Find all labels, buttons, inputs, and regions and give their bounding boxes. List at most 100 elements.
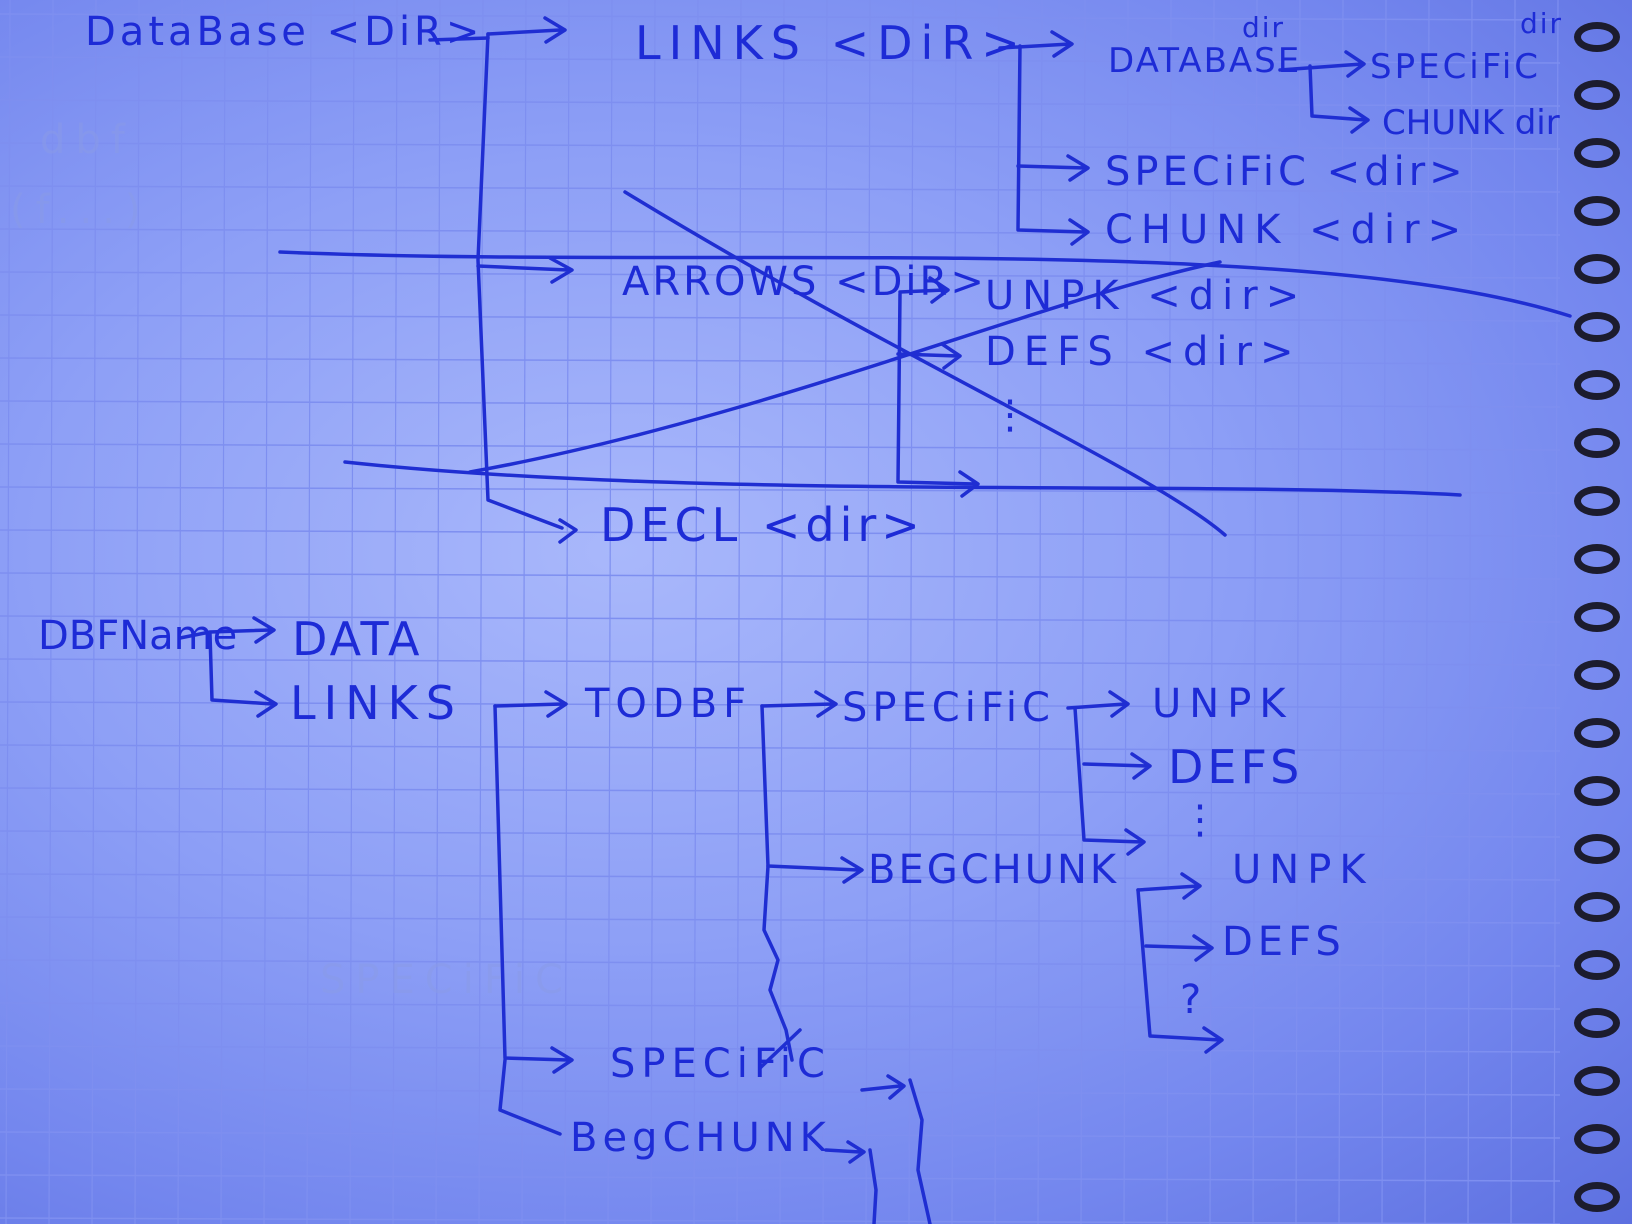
connector-line: [1066, 690, 1130, 718]
grid-line: [0, 787, 1561, 795]
binding-ring: [1574, 370, 1620, 400]
grid-line: [1037, 0, 1043, 1224]
top-root-label: DataBase <DiR>: [85, 9, 484, 55]
binding-ring: [1574, 80, 1620, 110]
grid-line: [0, 1002, 1561, 1010]
grid-line: [0, 314, 1561, 322]
grid-line: [0, 357, 1561, 365]
connector-line: [760, 704, 864, 884]
grid-line: [1467, 0, 1473, 1224]
bottom-defs2-label: DEFS: [1222, 919, 1346, 965]
top-chunk-inner-label: CHUNK dir: [1382, 103, 1560, 143]
connector-line: [558, 518, 578, 544]
grid-line: [0, 744, 1561, 752]
bottom-defs-label: DEFS: [1168, 740, 1304, 794]
spiral-binding: [1562, 0, 1632, 1224]
connector-line: [1136, 872, 1202, 900]
grid-line: [134, 0, 140, 1224]
grid-line: [951, 0, 957, 1224]
strike-line: [468, 260, 1222, 474]
grid-line: [1510, 0, 1516, 1224]
strike-line: [623, 190, 1227, 537]
connector-line: [493, 704, 574, 1074]
connector-line: [178, 616, 276, 644]
grid-line: [0, 443, 1561, 451]
grid-line: [0, 916, 1561, 924]
bottom-specific2-label: SPECiFiC: [610, 1041, 831, 1087]
binding-ring: [1574, 196, 1620, 226]
connector-line: [1308, 64, 1370, 134]
binding-ring: [1574, 950, 1620, 980]
strike-line: [343, 460, 1462, 497]
connector-line: [860, 1074, 906, 1100]
connector-line: [896, 292, 980, 498]
grid-line: [177, 0, 183, 1224]
grid-line: [478, 0, 484, 1224]
grid-line: [0, 529, 1561, 537]
connector-line: [1082, 752, 1152, 780]
binding-ring: [1574, 834, 1620, 864]
grid-line: [5, 0, 11, 1224]
connector-line: [428, 36, 490, 42]
grid-line: [1381, 0, 1387, 1224]
grid-line: [521, 0, 527, 1224]
grid-line: [1553, 0, 1559, 1224]
connector-line: [486, 16, 567, 44]
grid-line: [994, 0, 1000, 1224]
binding-ring: [1574, 544, 1620, 574]
connector-line: [476, 32, 564, 530]
grid-line: [693, 0, 699, 1224]
grid-line: [48, 0, 54, 1224]
grid-line: [736, 0, 742, 1224]
grid-line: [0, 959, 1561, 967]
bottom-data-label: DATA: [292, 612, 423, 666]
top-specific-label: SPECiFiC <dir>: [1105, 149, 1467, 195]
bottom-unpk2-label: UNPK: [1232, 847, 1374, 893]
bottom-links-label: LINKS: [290, 676, 463, 730]
grid-line: [0, 185, 1561, 193]
top-decl-label: DECL <dir>: [600, 498, 925, 552]
connector-line: [1136, 888, 1224, 1054]
grid-line: [1209, 0, 1215, 1224]
grid-line: [0, 873, 1561, 881]
bottom-dots: ⋮: [1180, 797, 1220, 843]
binding-ring: [1574, 312, 1620, 342]
grid-line: [1252, 0, 1258, 1224]
grid-line: [908, 0, 914, 1224]
connector-line: [208, 632, 278, 718]
connector-line: [1073, 706, 1146, 856]
bottom-todbf-label: TODBF: [585, 681, 753, 727]
grid-line: [650, 0, 656, 1224]
top-unpk-label: UNPK <dir>: [985, 273, 1308, 319]
grid-line: [0, 486, 1561, 494]
connector-line: [1278, 50, 1366, 78]
bottom-begchunk-label: BEGCHUNK: [868, 847, 1120, 893]
binding-ring: [1574, 486, 1620, 516]
connector-line: [498, 1058, 562, 1136]
connector-line: [908, 1078, 932, 1224]
top-specific-inner-label: SPECiFiC: [1370, 47, 1542, 87]
grid-line: [0, 572, 1561, 580]
binding-ring: [1574, 718, 1620, 748]
top-database-dir-note: dir: [1242, 11, 1286, 44]
binding-ring: [1574, 138, 1620, 168]
binding-ring: [1574, 1124, 1620, 1154]
grid-line: [1123, 0, 1129, 1224]
grid-line: [1295, 0, 1301, 1224]
connector-line: [1016, 154, 1090, 182]
top-database-label: DATABASE: [1108, 41, 1302, 81]
grid-line: [0, 615, 1561, 623]
binding-ring: [1574, 428, 1620, 458]
bottom-specific-label: SPECiFiC: [842, 685, 1055, 731]
binding-ring: [1574, 254, 1620, 284]
grid-line: [865, 0, 871, 1224]
binding-ring: [1574, 660, 1620, 690]
grid-line: [392, 0, 398, 1224]
grid-line: [263, 0, 269, 1224]
top-chunk-label: CHUNK <dir>: [1105, 207, 1470, 253]
grid-line: [306, 0, 312, 1224]
ghost-writing: SPECiFiC: [320, 957, 573, 1003]
top-links-label: LINKS <DiR>: [635, 16, 1028, 70]
connector-line: [1144, 934, 1214, 962]
